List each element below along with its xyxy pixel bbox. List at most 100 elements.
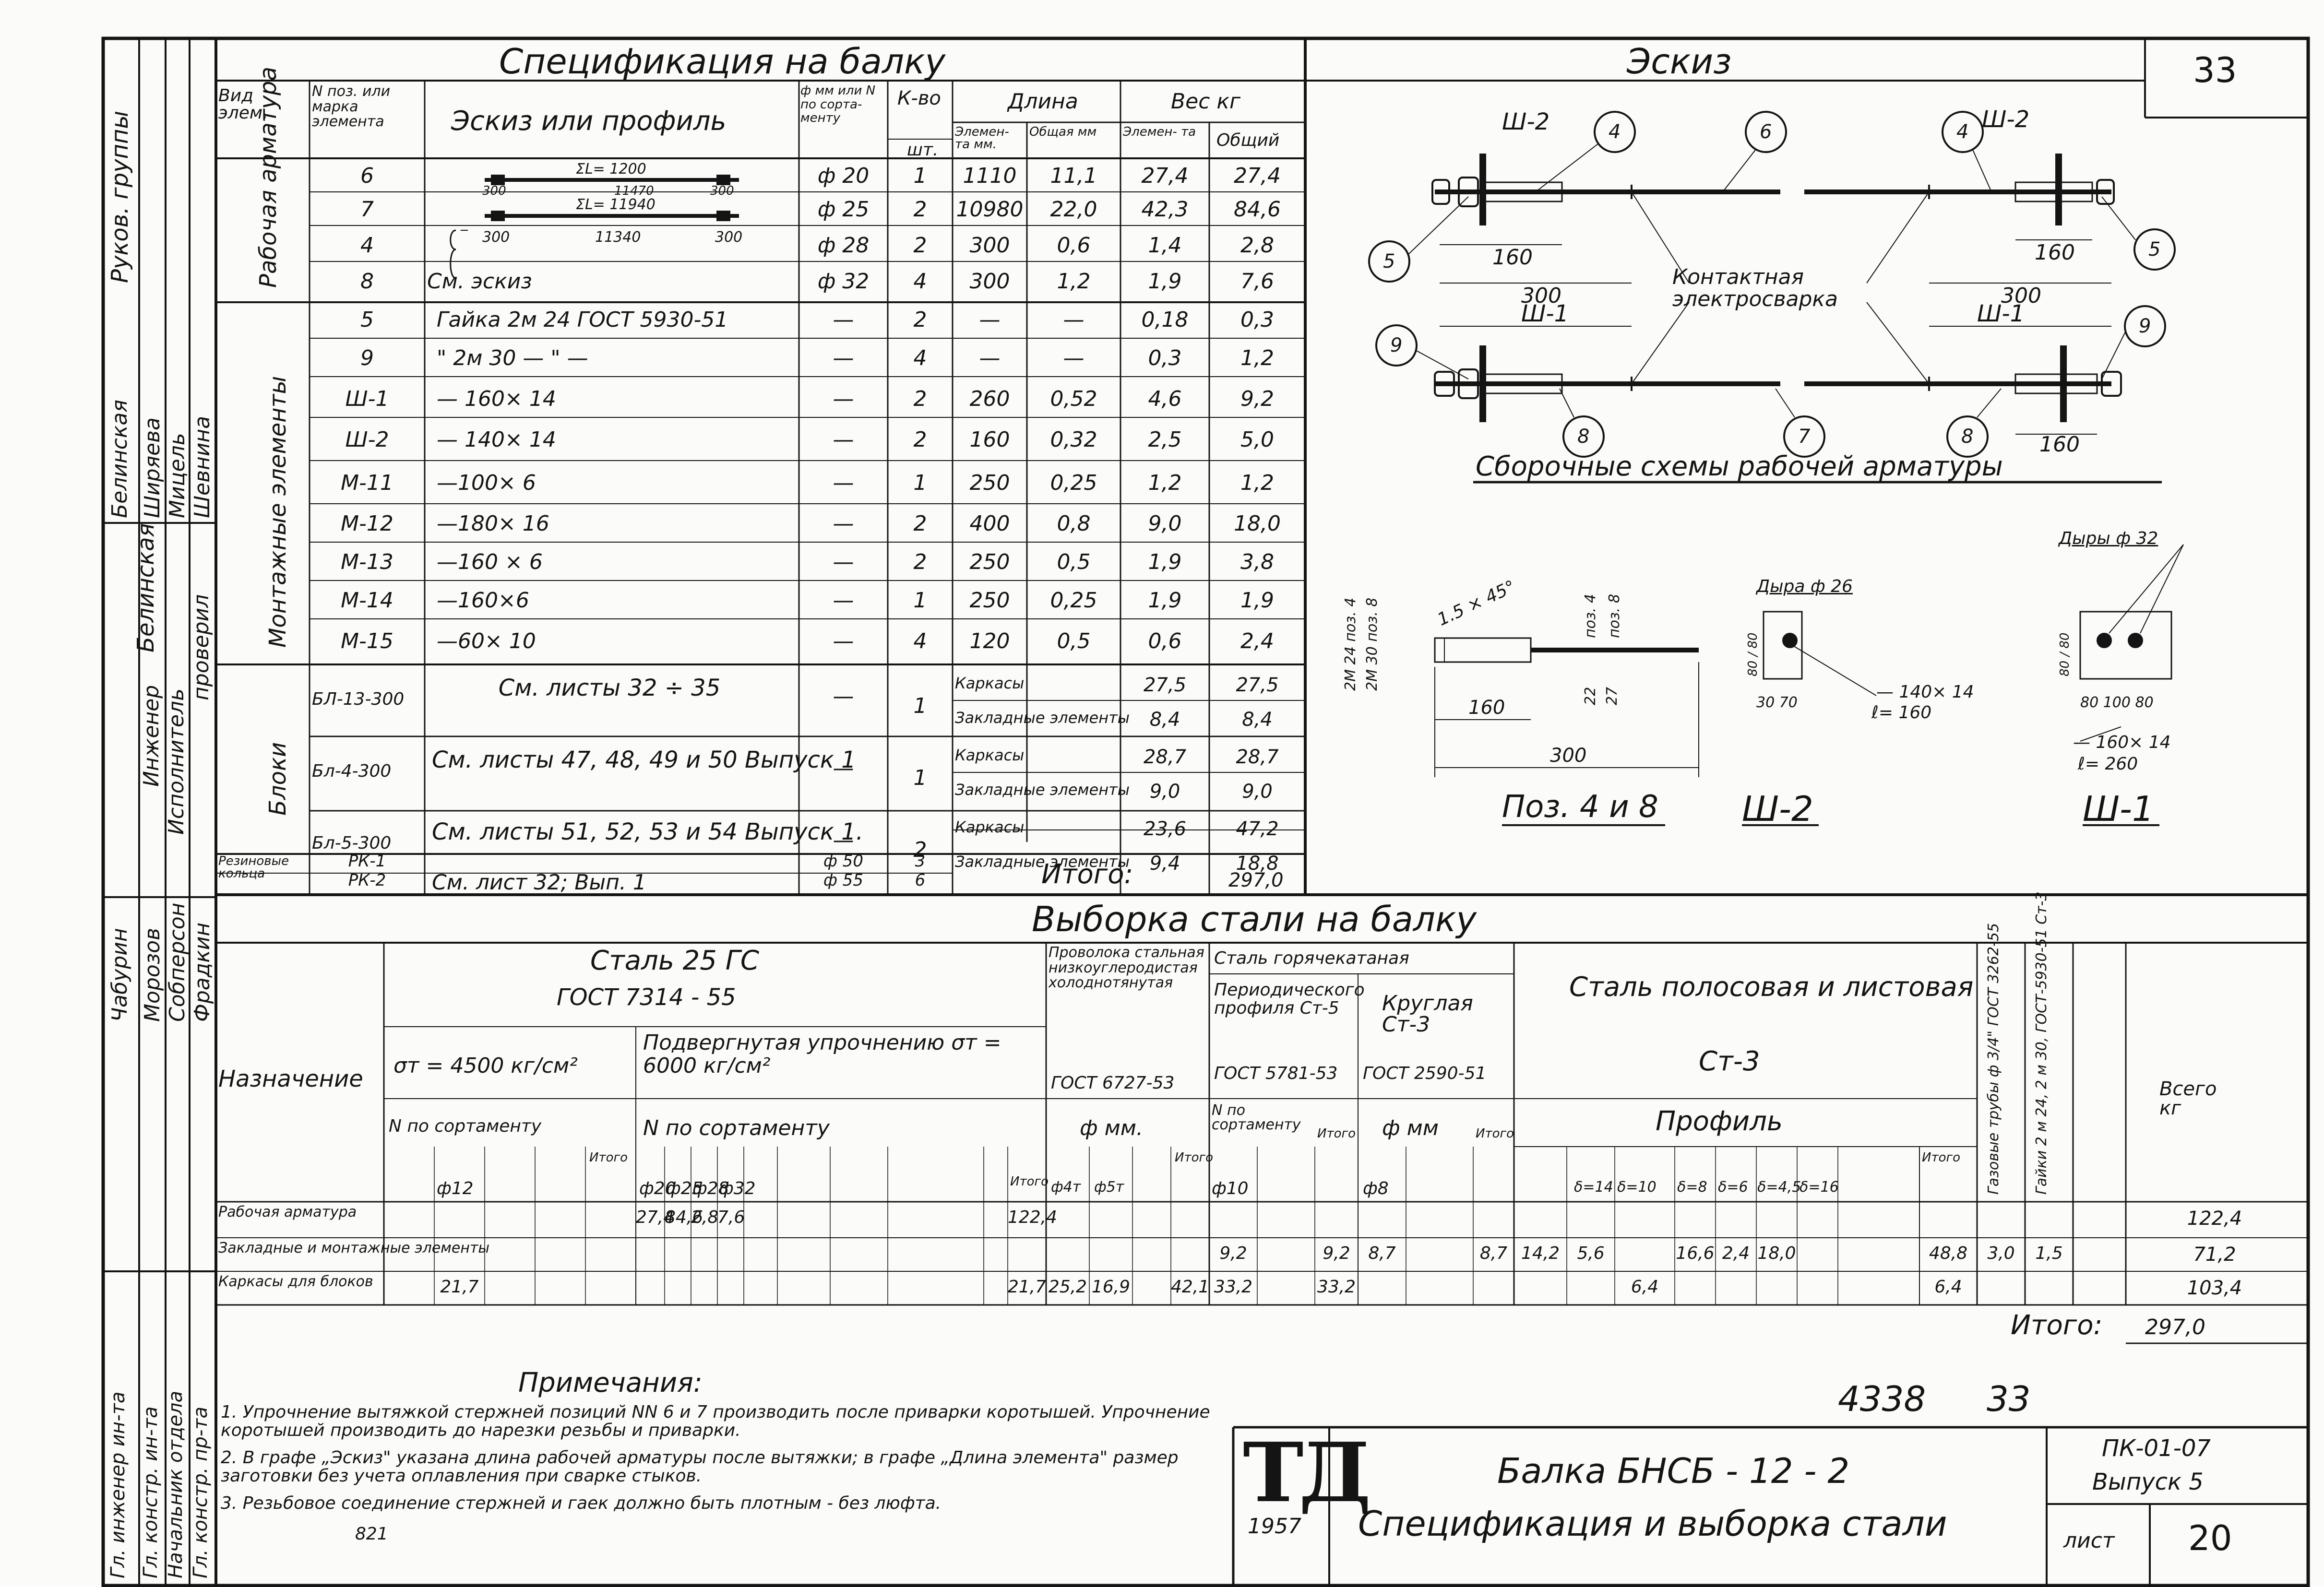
spec-block-w-el: 28,7 bbox=[1143, 746, 1187, 768]
hot-periodic: Периодического профиля Ст-5 bbox=[1214, 980, 1365, 1018]
bubble-5a: 5 bbox=[1383, 250, 1395, 272]
rebar-end-1b: 300 bbox=[710, 184, 734, 198]
spec-mount-w_el: 1,2 bbox=[1148, 471, 1182, 495]
steel25-c1: ф12 bbox=[437, 1179, 474, 1198]
spec-mount-w_el: 0,6 bbox=[1148, 629, 1182, 653]
spec-header-w-total: Общий bbox=[1216, 130, 1280, 150]
wire-col-1: ф5т bbox=[1094, 1179, 1124, 1196]
sketch-dim-160-a: 160 bbox=[1492, 245, 1533, 270]
spec-mount-w_total: 9,2 bbox=[1240, 387, 1274, 411]
sh2-hole: Дыра ф 26 bbox=[1756, 577, 1853, 596]
spec-block-w-total: 47,2 bbox=[1236, 818, 1279, 840]
spec-mount-len_total: — bbox=[1063, 308, 1085, 332]
selection-wire-cell: 16,9 bbox=[1091, 1277, 1131, 1297]
spec-block-pos: БЛ-13-300 bbox=[312, 689, 405, 709]
spec-mount-count: 4 bbox=[913, 346, 927, 370]
sketch-contact-weld: Контактная электросварка bbox=[1672, 265, 1838, 312]
spec-header-pos: N поз. или марка элемента bbox=[312, 83, 391, 130]
spec-mount-profile: — 160× 14 bbox=[437, 387, 556, 411]
spec-header-len-el: Элемен- та мм. bbox=[955, 125, 1009, 152]
steel25-itogo-b: Итого bbox=[1010, 1174, 1049, 1189]
spec-ring-diam: ф 55 bbox=[823, 871, 864, 890]
spec-total-value: 297,0 bbox=[1228, 869, 1284, 891]
spec-rebar-len_total: 22,0 bbox=[1050, 197, 1097, 222]
spec-rebar-w_total: 2,8 bbox=[1240, 233, 1274, 258]
steel25-s2: Подвергнутая упрочнению σт = 6000 кг/см² bbox=[643, 1030, 1001, 1078]
hot-itogo: Итого bbox=[1317, 1126, 1356, 1141]
poz-thread-2: 2М 30 поз. 8 bbox=[1364, 597, 1381, 691]
steel25-c2-3: ф32 bbox=[719, 1179, 756, 1198]
spec-mount-w_total: 0,3 bbox=[1240, 308, 1274, 332]
selection-hot-cell: 8,7 bbox=[1368, 1244, 1396, 1263]
spec-mount-len_total: 0,5 bbox=[1057, 550, 1091, 574]
steel25-c2-0: ф20 bbox=[639, 1179, 676, 1198]
spec-header-length: Длина bbox=[1008, 89, 1078, 114]
bubble-4a: 4 bbox=[1609, 121, 1621, 143]
spec-ring-pos: РК-1 bbox=[348, 852, 386, 871]
wire-col-0: ф4т bbox=[1051, 1179, 1081, 1196]
selection-strip-cell: 48,8 bbox=[1929, 1244, 1968, 1263]
strip-grade: Ст-3 bbox=[1699, 1046, 1760, 1077]
spec-header-len-total: Общая мм bbox=[1029, 125, 1097, 139]
stamp-name-top-3: Мицель bbox=[165, 433, 190, 518]
spec-rebar-diam: ф 25 bbox=[817, 197, 870, 222]
doc-number: 4338 bbox=[1838, 1379, 1926, 1419]
bubble-7: 7 bbox=[1798, 426, 1811, 448]
spec-header-diam: ф мм или N по сорта- менту bbox=[800, 83, 876, 126]
bubble-5b: 5 bbox=[2148, 238, 2161, 261]
spec-block-w-el: 23,6 bbox=[1143, 818, 1187, 840]
total-label: Всего кг bbox=[2159, 1078, 2217, 1119]
rebar-end-2b: 300 bbox=[715, 229, 743, 246]
steel25-c2-2: ф28 bbox=[692, 1179, 729, 1198]
spec-mount-diam: — bbox=[833, 387, 854, 411]
spec-mount-pos: М-15 bbox=[341, 629, 393, 653]
spec-block-pos: Бл-4-300 bbox=[312, 761, 392, 781]
selection-hot-cell: 9,2 bbox=[1219, 1244, 1247, 1263]
poz-p4: поз. 4 bbox=[1582, 593, 1599, 638]
selection-steel25-cell: 7,6 bbox=[717, 1208, 745, 1227]
spec-mount-count: 1 bbox=[913, 471, 927, 495]
strip-col-0: δ=14 bbox=[1574, 1179, 1613, 1196]
spec-mount-count: 2 bbox=[913, 308, 927, 332]
spec-mount-len_el: 260 bbox=[969, 387, 1010, 411]
bubble-9b: 9 bbox=[2139, 315, 2151, 337]
spec-rebar-profile: См. эскиз bbox=[427, 269, 532, 294]
spec-mount-pos: М-14 bbox=[341, 588, 393, 613]
spec-block-profile: См. листы 51, 52, 53 и 54 Выпуск 1. bbox=[432, 818, 863, 845]
spec-mount-w_total: 1,2 bbox=[1240, 346, 1274, 370]
selection-nuts-cell: 1,5 bbox=[2035, 1244, 2063, 1263]
doc-sheet-ref: 33 bbox=[1987, 1379, 2031, 1419]
sketch-dim-300-a: 300 bbox=[1521, 284, 1561, 308]
selection-strip-cell: 5,6 bbox=[1577, 1244, 1605, 1263]
selection-hot-cell: 8,7 bbox=[1479, 1244, 1508, 1263]
note-3: 3. Резьбовое соединение стержней и гаек … bbox=[221, 1493, 942, 1513]
selection-pipes-cell: 3,0 bbox=[1987, 1244, 2015, 1263]
spec-block-w-total: 18,8 bbox=[1236, 853, 1279, 875]
poz-d300: 300 bbox=[1550, 745, 1587, 767]
spec-mount-len_total: 0,32 bbox=[1050, 427, 1097, 452]
stamp-role-b1: Гл. инженер ин-та bbox=[107, 1391, 129, 1578]
page-number: 33 bbox=[2193, 50, 2237, 90]
spec-rebar-diam: ф 28 bbox=[817, 233, 870, 258]
strip-name: Сталь полосовая и листовая bbox=[1569, 971, 1974, 1003]
sketch-sh1-right: Ш-1 bbox=[1977, 300, 2025, 327]
selection-row-name: Рабочая арматура bbox=[218, 1204, 357, 1220]
spec-mount-count: 1 bbox=[913, 588, 927, 613]
bubble-8a: 8 bbox=[1577, 426, 1590, 448]
stamp-name-top-1: Белинская bbox=[107, 400, 132, 518]
hot-round: Круглая Ст-3 bbox=[1382, 991, 1473, 1037]
spec-rebar-diam: ф 20 bbox=[817, 164, 870, 188]
spec-mount-len_el: 400 bbox=[969, 511, 1010, 536]
stamp-name-1: Белинская bbox=[132, 523, 159, 652]
spec-mount-pos: Ш-1 bbox=[345, 387, 389, 411]
selection-hot-cell: 33,2 bbox=[1214, 1277, 1253, 1297]
strip-col-2: δ=8 bbox=[1677, 1179, 1707, 1196]
nuts-label: Гайки 2 м 24, 2 м 30, ГОСТ-5930-51 Ст-3 bbox=[2033, 891, 2050, 1195]
spec-mount-len_el: 250 bbox=[969, 550, 1010, 574]
strip-col-4: δ=4,5 bbox=[1757, 1179, 1801, 1196]
title-line-1: Балка БНСБ - 12 - 2 bbox=[1497, 1451, 1850, 1491]
selection-wire-cell: 42,1 bbox=[1171, 1277, 1210, 1297]
selection-steel25-cell: 122,4 bbox=[1008, 1208, 1058, 1227]
group-label-rebar: Рабочая арматура bbox=[255, 67, 282, 288]
